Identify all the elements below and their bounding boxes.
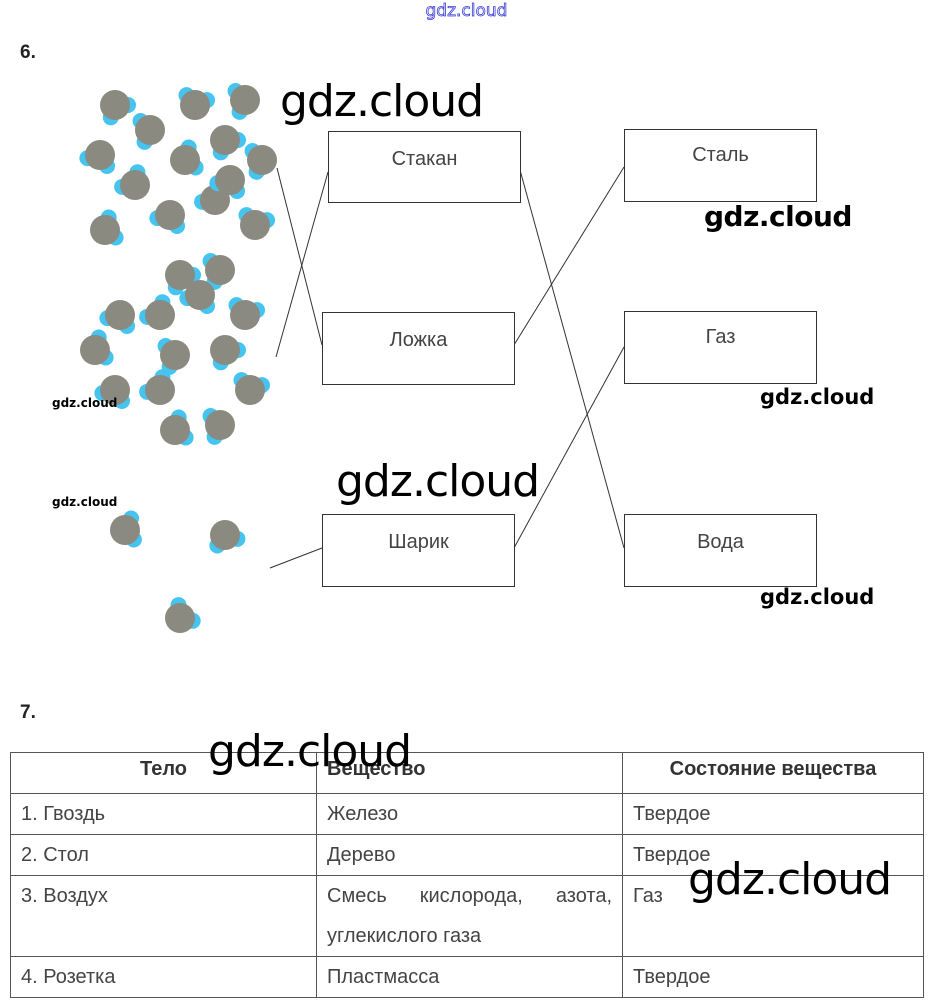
molecule bbox=[210, 335, 240, 365]
watermark: gdz.cloud bbox=[688, 854, 892, 905]
molecule bbox=[160, 340, 190, 370]
molecule bbox=[145, 300, 175, 330]
molecule bbox=[210, 125, 240, 155]
watermark: gdz.cloud bbox=[52, 495, 118, 509]
cell-substance-line1: Смесь кислорода, азота, bbox=[327, 885, 612, 907]
watermark: gdz.cloud bbox=[280, 76, 484, 127]
cell-substance: Железо bbox=[316, 793, 623, 835]
cell-substance: Дерево bbox=[316, 834, 623, 876]
molecule bbox=[165, 260, 195, 290]
match-line bbox=[519, 169, 625, 549]
molecule bbox=[230, 300, 260, 330]
header-state: Состояние вещества bbox=[622, 752, 924, 794]
header-body: Тело bbox=[10, 752, 317, 794]
task-7-number: 7. bbox=[20, 702, 36, 723]
matching-lines bbox=[269, 166, 625, 569]
molecule bbox=[155, 200, 185, 230]
match-line bbox=[275, 171, 329, 358]
box-balloon: Шарик bbox=[322, 514, 515, 587]
cell-substance-line2: углекислого газа bbox=[327, 925, 482, 947]
box-spoon: Ложка bbox=[322, 312, 515, 385]
substances-table: Тело Вещество Состояние вещества 1. Гвоз… bbox=[10, 752, 924, 998]
molecule bbox=[205, 255, 235, 285]
box-gas: Газ bbox=[624, 311, 817, 384]
cell-state: Газ bbox=[622, 875, 924, 957]
cell-body: 3. Воздух bbox=[10, 875, 317, 957]
molecule bbox=[160, 415, 190, 445]
molecule bbox=[205, 410, 235, 440]
molecule bbox=[215, 165, 245, 195]
match-line bbox=[269, 547, 323, 569]
cell-body: 1. Гвоздь bbox=[10, 793, 317, 835]
table-header-row: Тело Вещество Состояние вещества bbox=[10, 752, 924, 794]
molecule bbox=[210, 520, 240, 550]
watermark: gdz.cloud bbox=[760, 385, 875, 409]
molecule bbox=[135, 115, 165, 145]
molecule-illustrations bbox=[79, 83, 277, 633]
molecule bbox=[85, 140, 115, 170]
molecule bbox=[247, 145, 277, 175]
molecule bbox=[145, 375, 175, 405]
cell-state: Твердое bbox=[622, 956, 924, 998]
box-glass: Стакан bbox=[328, 131, 521, 203]
molecule bbox=[235, 375, 265, 405]
watermark: gdz.cloud bbox=[52, 396, 118, 410]
task-6-number: 6. bbox=[20, 42, 36, 63]
molecule bbox=[240, 210, 270, 240]
cell-substance: Пластмасса bbox=[316, 956, 623, 998]
molecule bbox=[90, 215, 120, 245]
match-line bbox=[513, 166, 625, 346]
cell-body: 2. Стол bbox=[10, 834, 317, 876]
molecule bbox=[100, 90, 130, 120]
box-steel: Сталь bbox=[624, 129, 817, 202]
molecule bbox=[230, 85, 260, 115]
watermark: gdz.cloud bbox=[760, 585, 875, 609]
molecule bbox=[165, 603, 195, 633]
molecule bbox=[180, 90, 210, 120]
cell-substance: Смесь кислорода, азота, углекислого газа bbox=[316, 875, 623, 957]
table-row: 4. Розетка Пластмасса Твердое bbox=[10, 956, 924, 998]
watermark: gdz.cloud bbox=[336, 456, 540, 507]
molecule bbox=[110, 515, 140, 545]
match-line bbox=[513, 346, 625, 549]
molecule bbox=[170, 145, 200, 175]
table-row: 1. Гвоздь Железо Твердое bbox=[10, 793, 924, 835]
table-row: 3. Воздух Смесь кислорода, азота, углекис… bbox=[10, 875, 924, 957]
molecule bbox=[185, 280, 215, 310]
site-watermark: gdz.cloud bbox=[425, 1, 508, 22]
watermark: gdz.cloud bbox=[208, 726, 412, 777]
watermark: gdz.cloud bbox=[704, 200, 852, 233]
match-line bbox=[276, 167, 323, 346]
cell-state: Твердое bbox=[622, 793, 924, 835]
molecule bbox=[105, 300, 135, 330]
box-water: Вода bbox=[624, 514, 817, 587]
molecule bbox=[120, 170, 150, 200]
molecule bbox=[100, 375, 130, 405]
molecule bbox=[80, 335, 110, 365]
cell-body: 4. Розетка bbox=[10, 956, 317, 998]
